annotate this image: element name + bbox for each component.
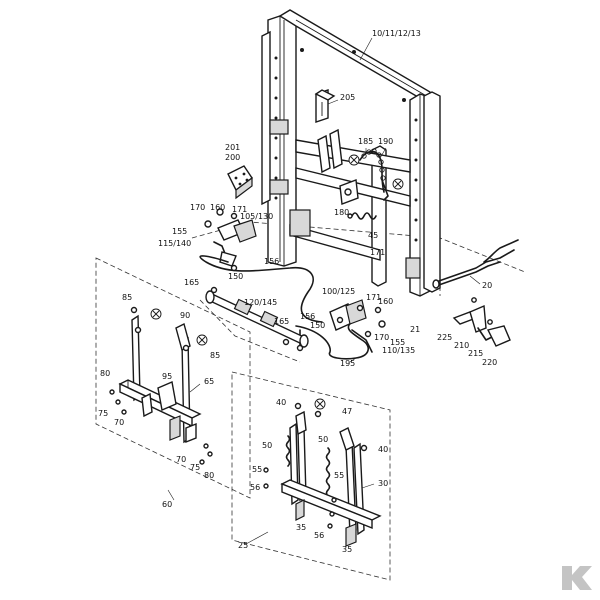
label-171-c: 171 [366,293,381,302]
handle-20 [432,239,519,289]
label-75-b: 75 [190,463,200,472]
label-110-135: 110/135 [382,346,415,355]
label-95: 95 [162,372,172,381]
label-120-145: 120/145 [244,298,277,307]
label-171-b: 171 [370,248,385,257]
plate-200-201 [227,165,253,200]
label-215: 215 [468,349,483,358]
label-20: 20 [482,281,492,290]
label-156-a: 156 [264,257,279,266]
label-160-a: 160 [210,203,225,212]
label-180: 180 [334,208,349,217]
label-35-a: 35 [296,523,306,532]
circled-x-markers [150,154,404,410]
x-marker-icon [196,334,208,346]
assembly-boundary-25 [231,371,391,581]
cable-lever-left [204,208,257,267]
label-170-a: 170 [190,203,205,212]
label-85-a: 85 [122,293,132,302]
label-70-a: 70 [114,418,124,427]
label-205: 205 [340,93,355,102]
label-225: 225 [437,333,452,342]
frame-arms [317,128,359,205]
label-155-a: 155 [172,227,187,236]
label-200: 200 [225,153,240,162]
label-50-b: 50 [318,435,328,444]
label-60: 60 [162,500,172,509]
main-frame [261,9,441,297]
label-35-b: 35 [342,545,352,554]
label-80-a: 80 [100,369,110,378]
label-105-130: 105/130 [240,212,273,221]
label-156-b: 156 [300,312,315,321]
label-40-a: 40 [276,398,286,407]
x-marker-icon [392,178,404,190]
assembly-60 [109,306,213,465]
label-56-a: 56 [250,483,260,492]
label-21: 21 [410,325,420,334]
label-210: 210 [454,341,469,350]
label-185: 185 [358,137,373,146]
label-50-a: 50 [262,441,272,450]
label-40-b: 40 [378,445,388,454]
part-labels: 10/11/12/13 205 201 200 185 190 170 160 … [98,29,497,554]
label-75-a: 75 [98,409,108,418]
x-marker-icon [314,398,326,410]
label-190: 190 [378,137,393,146]
shaft-120-145 [205,286,309,348]
x-marker-icon [348,154,360,166]
bowden-cable-upper [199,255,323,323]
label-170-b: 170 [374,333,389,342]
label-165-b: 165 [274,317,289,326]
label-85-b: 85 [210,351,220,360]
assembly-25 [263,402,382,547]
x-marker-icon [150,308,162,320]
leader-lines [167,37,481,545]
label-55-b: 55 [334,471,344,480]
label-160-b: 160 [378,297,393,306]
label-100-125: 100/125 [322,287,355,296]
label-171-a: 171 [232,205,247,214]
assembly-boundary-60 [95,257,251,499]
label-155-b: 155 [390,338,405,347]
label-25: 25 [238,541,248,550]
label-195: 195 [340,359,355,368]
label-47: 47 [342,407,352,416]
label-70-b: 70 [176,455,186,464]
label-201: 201 [225,143,240,152]
label-165-a: 165 [184,278,199,287]
label-10-11-12-13: 10/11/12/13 [372,29,421,38]
label-55-a: 55 [252,465,262,474]
spring-180 [347,212,377,220]
label-150-b: 150 [310,321,325,330]
label-90: 90 [180,311,190,320]
label-115-140: 115/140 [158,239,191,248]
label-45: 45 [368,231,378,240]
bracket-205 [314,89,336,123]
cable-lever-right [329,299,386,353]
label-56-b: 56 [314,531,324,540]
label-80-b: 80 [204,471,214,480]
label-30: 30 [378,479,388,488]
label-65: 65 [204,377,214,386]
label-220: 220 [482,358,497,367]
brand-logo [562,566,592,590]
label-150-a: 150 [228,272,243,281]
assembly-boundary-main [191,221,526,363]
latch-parts-210-225 [452,297,511,347]
